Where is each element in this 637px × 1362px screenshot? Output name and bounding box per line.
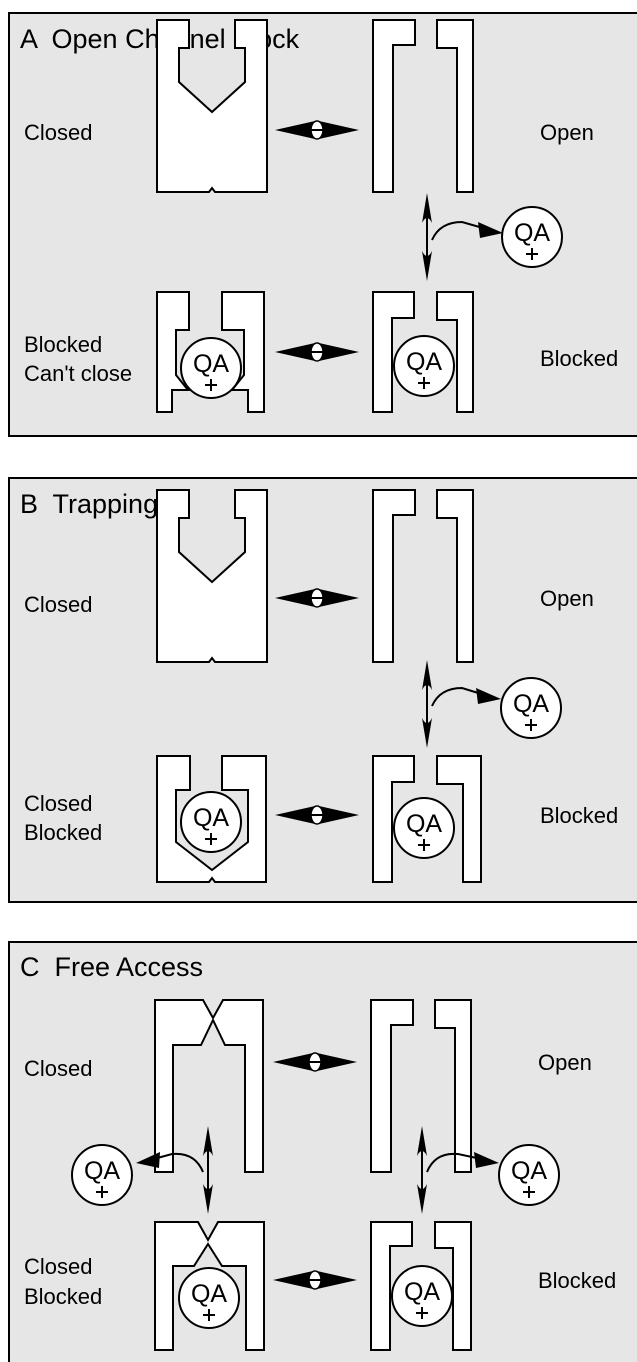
panel-a-blocked-open-channel (372, 291, 474, 413)
panel-c-free-qa-left (71, 1144, 133, 1206)
panel-b-blocked-open-channel (372, 755, 482, 883)
panel-c-label-closed-2: Closed (24, 1254, 92, 1279)
panel-c: C Free Access Closed Open Closed Blocked… (8, 941, 637, 1362)
panel-a-blocked-cant-close-channel (156, 291, 265, 413)
panel-a-binding-curve (431, 220, 491, 241)
panel-c-label-closed: Closed (24, 1056, 92, 1081)
panel-c-title: C Free Access (20, 952, 203, 982)
panel-a-label-blocked: Blocked (24, 332, 102, 357)
panel-c-blocked-open-channel (370, 1221, 472, 1351)
panel-c-left-binding-curve (149, 1152, 204, 1173)
panel-c-right-binding-curve (426, 1152, 487, 1173)
panel-a-free-qa (501, 206, 563, 268)
panel-b: B Trapping Closed Open Closed Blocked Bl… (8, 477, 637, 903)
panel-b-label-blocked-right: Blocked (540, 803, 618, 828)
panel-b-free-qa (500, 677, 562, 739)
panel-b-bound-qa-right (393, 797, 455, 859)
panel-b-label-open: Open (540, 586, 594, 611)
panel-b-label-blocked: Blocked (24, 820, 102, 845)
panel-c-free-qa-right (498, 1144, 560, 1206)
panel-c-label-blocked-right: Blocked (538, 1268, 616, 1293)
panel-b-trapped-qa (180, 791, 242, 853)
panel-c-closed-blocked-channel (154, 1221, 265, 1351)
panel-a-label-cant-close: Can't close (24, 361, 132, 386)
panel-b-title: B Trapping (20, 489, 158, 519)
panel-c-right-binding-arrowhead (474, 1152, 499, 1168)
panel-a: A Open Channel Block Closed Open Blocked… (8, 12, 637, 437)
panel-b-label-closed-2: Closed (24, 791, 92, 816)
panel-a-label-open: Open (540, 120, 594, 145)
panel-c-label-blocked: Blocked (24, 1284, 102, 1309)
panel-c-bound-qa-right (391, 1265, 453, 1327)
panel-b-binding-curve (431, 686, 489, 707)
panel-c-bound-qa-left (178, 1267, 240, 1329)
panel-a-bound-qa-right (393, 335, 455, 397)
panel-c-left-binding-arrowhead (136, 1152, 160, 1168)
panel-b-label-closed: Closed (24, 592, 92, 617)
panel-a-label-blocked-right: Blocked (540, 346, 618, 371)
panel-b-trapped-channel (156, 755, 267, 883)
panel-a-bound-qa-left (180, 337, 242, 399)
panel-a-label-closed: Closed (24, 120, 92, 145)
panel-a-binding-arrowhead (478, 222, 503, 238)
panel-b-binding-arrowhead (476, 688, 501, 704)
panel-c-label-open: Open (538, 1050, 592, 1075)
